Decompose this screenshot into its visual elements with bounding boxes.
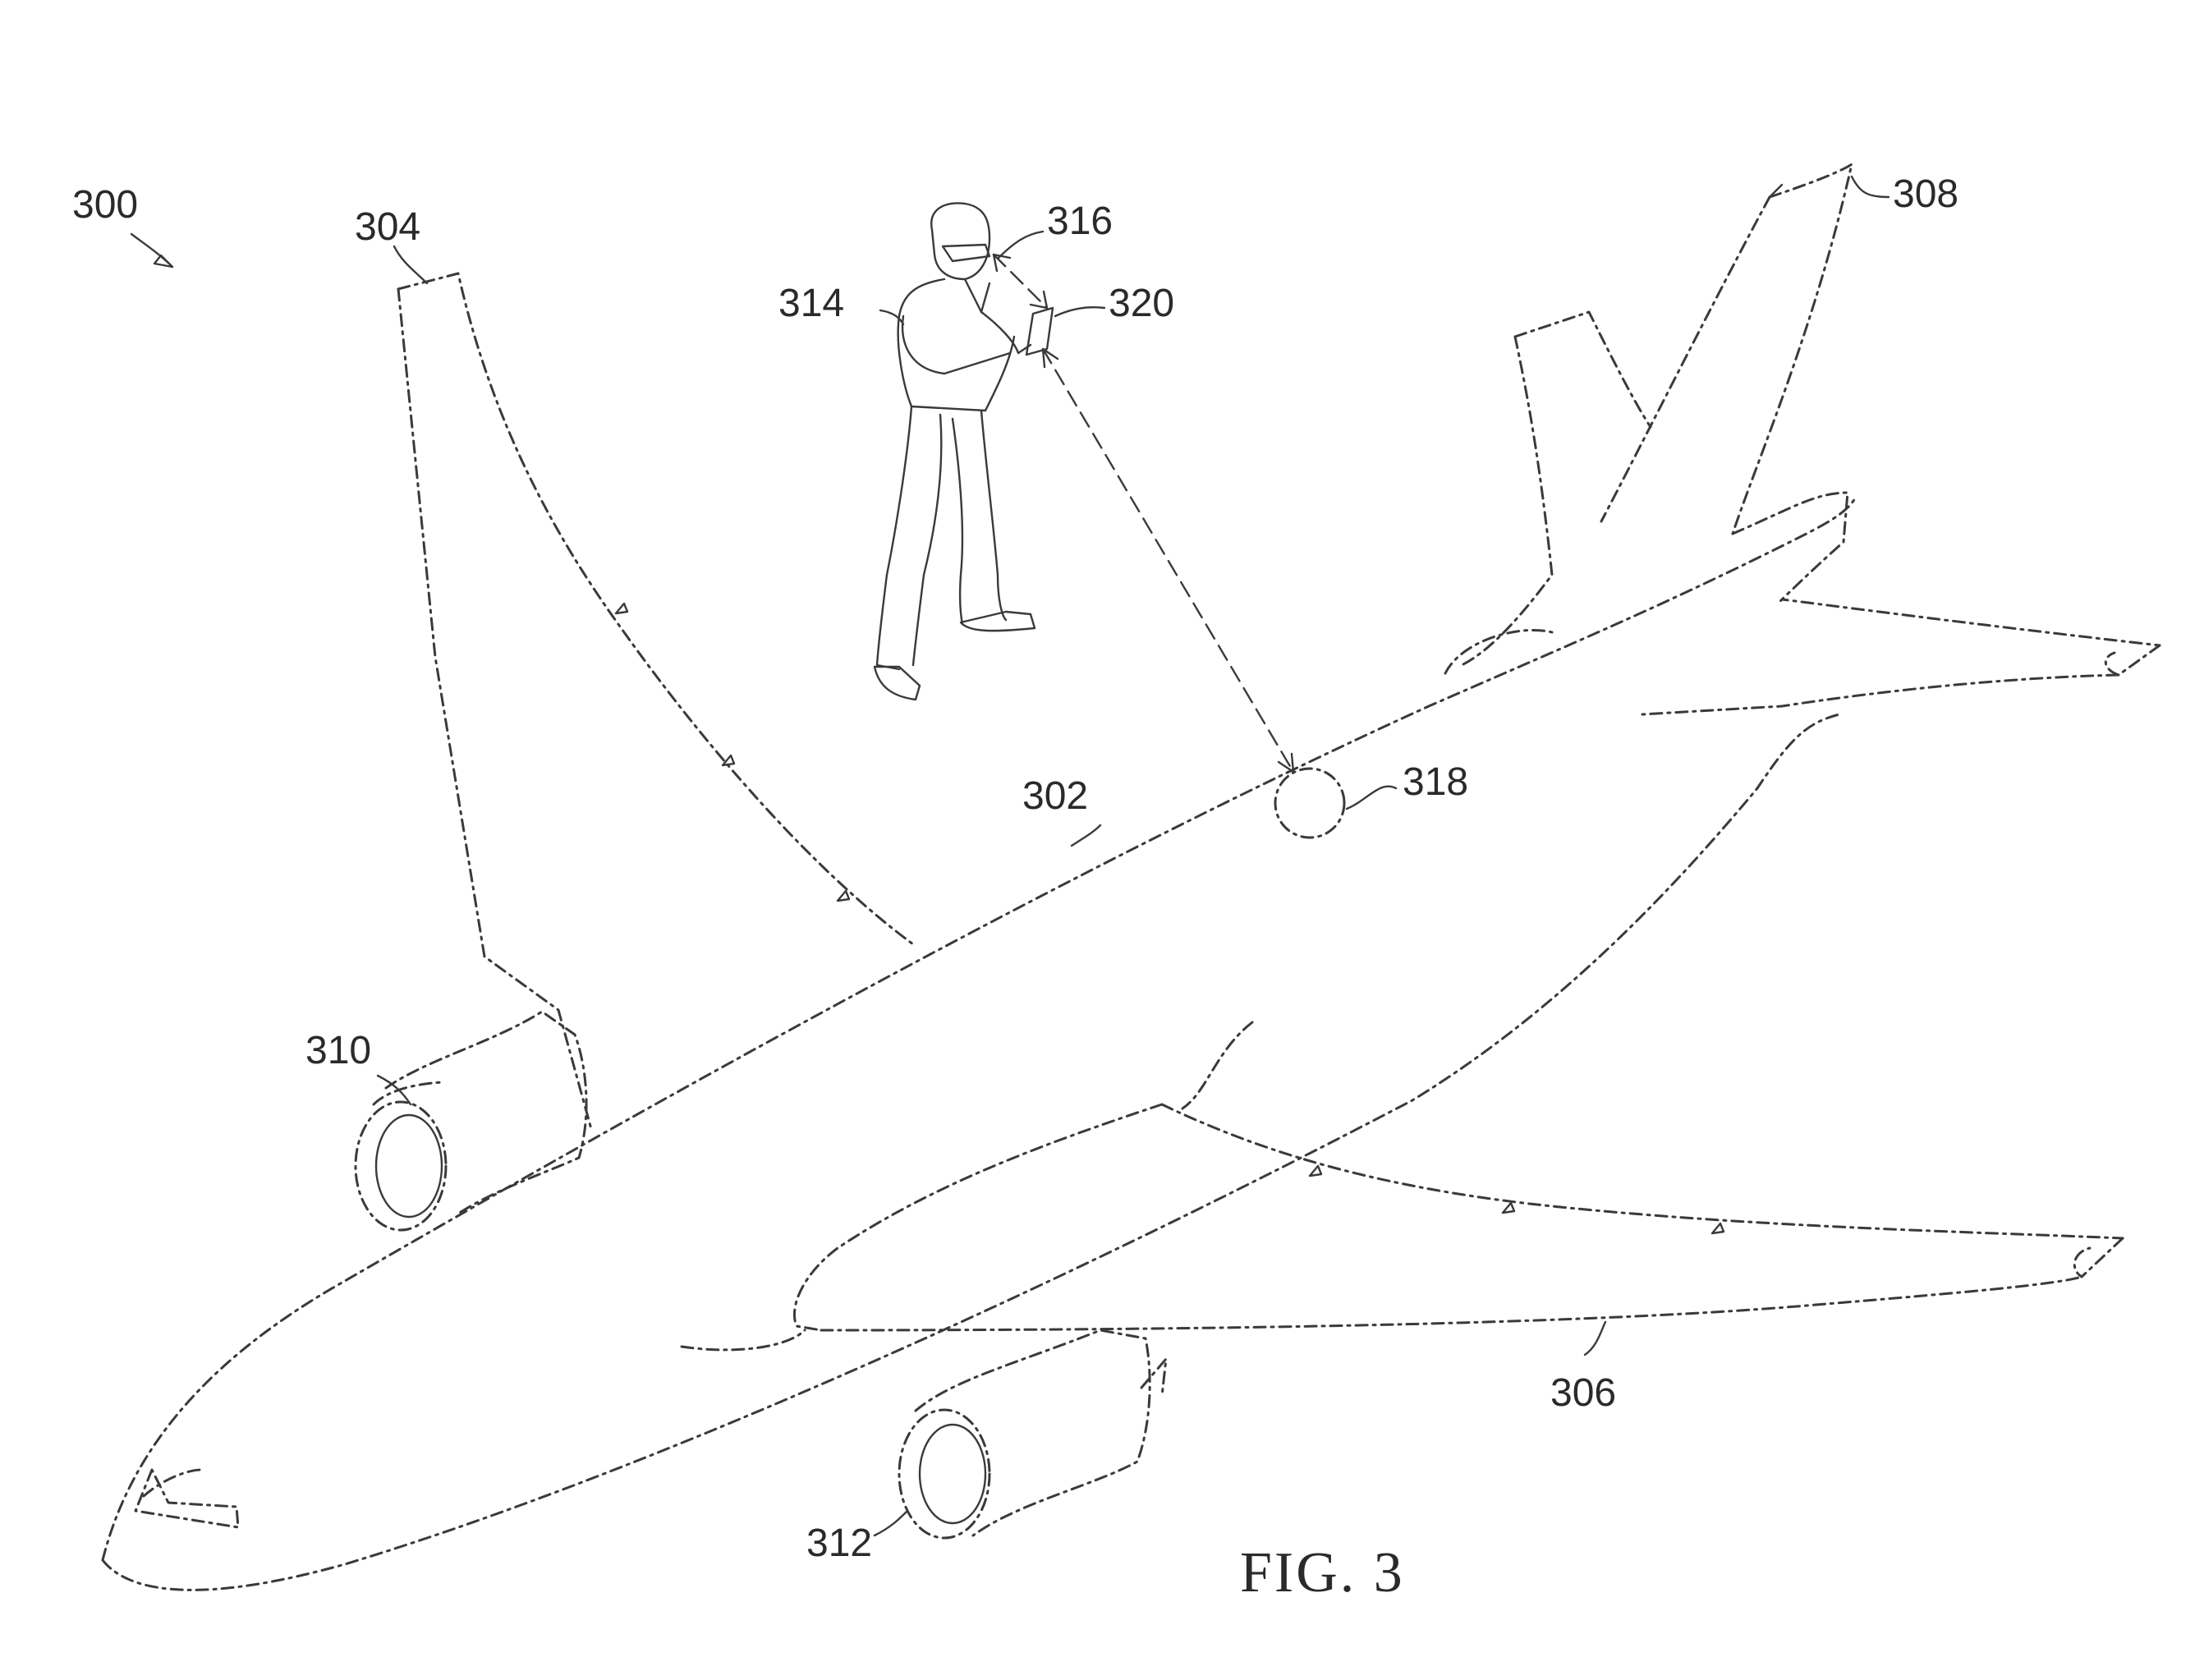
left-wing: [397, 272, 915, 1131]
label-316: 316: [1047, 200, 1113, 243]
label-318: 318: [1403, 760, 1468, 804]
figure-caption: FIG. 3: [1240, 1541, 1405, 1604]
target-location: [1274, 767, 1346, 839]
label-300: 300: [72, 183, 138, 227]
operator-figure: [873, 202, 1054, 701]
label-302: 302: [1022, 774, 1088, 818]
label-304: 304: [355, 205, 420, 249]
label-312: 312: [806, 1522, 872, 1565]
leader-lines: [130, 175, 1890, 1537]
fuselage: [101, 495, 1857, 1591]
right-wing: [792, 1103, 2124, 1332]
sight-lines: [992, 253, 1295, 773]
right-engine: [898, 1329, 1168, 1540]
label-310: 310: [305, 1029, 371, 1072]
label-308: 308: [1893, 172, 1958, 216]
label-306: 306: [1550, 1371, 1616, 1415]
label-320: 320: [1109, 282, 1174, 325]
tail: [1444, 163, 2161, 716]
label-314: 314: [778, 282, 844, 325]
left-engine: [354, 1010, 588, 1232]
